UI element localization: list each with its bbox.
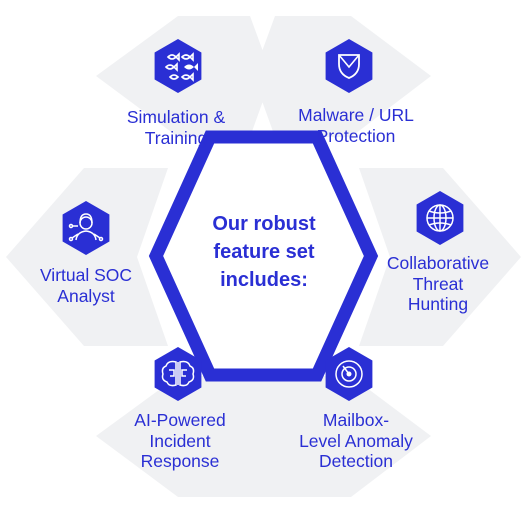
feature-label-mailbox-anomaly-detection: Mailbox- Level Anomaly Detection [299,410,413,471]
analyst-icon [62,201,110,255]
feature-label-ai-incident-response: AI-Powered Incident Response [134,410,226,471]
brain-circuit-icon [154,347,202,401]
feature-label-simulation-training: Simulation & Training [126,107,226,148]
feature-tiles [6,16,521,497]
feature-label-malware-url-protection: Malware / URL Protection [298,105,414,146]
radar-icon [325,347,373,401]
globe-icon [416,191,464,245]
feature-label-collaborative-threat-hunting: Collaborative Threat Hunting [386,253,490,314]
center-hexagon [148,130,379,382]
center-title: Our robust feature set includes: [212,213,316,291]
tile-collaborative-threat-hunting [359,168,521,346]
tile-ai-incident-response [96,376,276,497]
fish-school-icon [154,39,202,93]
tile-virtual-soc-analyst [6,168,168,346]
feature-label-virtual-soc-analyst: Virtual SOC Analyst [39,265,133,306]
shield-icon [325,39,373,93]
tile-mailbox-anomaly-detection [252,376,431,497]
